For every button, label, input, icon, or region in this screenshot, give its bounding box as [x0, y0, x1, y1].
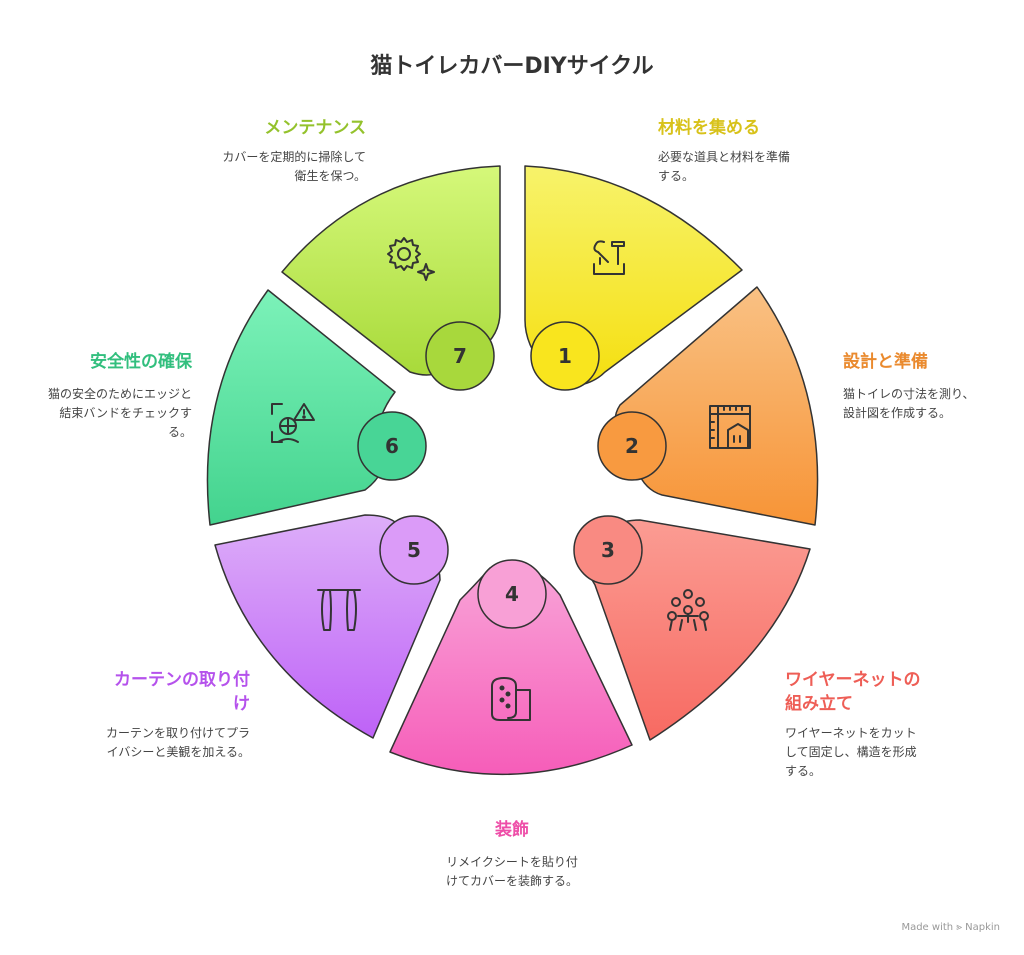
step-1-title: 材料を集める: [658, 118, 760, 138]
step-6-badge: [357, 411, 427, 481]
step-7-desc: カバーを定期的に掃除して衛生を保つ。: [222, 150, 366, 183]
step-2-desc: 猫トイレの寸法を測り、設計図を作成する。: [843, 387, 975, 420]
step-5-number: 5: [407, 538, 421, 562]
step-3-desc: ワイヤーネットをカットして固定し、構造を形成する。: [785, 726, 917, 778]
step-4-title: 装飾: [495, 820, 529, 840]
step-4-desc: リメイクシートを貼り付けてカバーを装飾する。: [445, 855, 578, 888]
step-1-number: 1: [558, 344, 572, 368]
step-4-number: 4: [505, 582, 519, 606]
sheet-roll-icon: [491, 677, 531, 721]
step-3-badge: [573, 515, 643, 585]
wire-structure-icon: [667, 589, 709, 631]
step-5-title: カーテンの取り付け: [114, 670, 250, 714]
step-2-badge: [597, 411, 667, 481]
napkin-logo-icon: ⪢: [956, 922, 962, 933]
step-6-number: 6: [385, 434, 399, 458]
step-6-title: 安全性の確保: [90, 352, 192, 372]
made-with-text: Made with: [901, 922, 954, 933]
blueprint-icon: [709, 405, 751, 449]
step-7-title: メンテナンス: [264, 118, 366, 138]
step-3-title: ワイヤーネットの組み立て: [785, 670, 921, 714]
step-2-title: 設計と準備: [843, 352, 928, 372]
tools-icon: [593, 240, 625, 275]
segment-7: [281, 165, 501, 376]
curtain-icon: [317, 589, 361, 631]
footer: Made with ⪢ Napkin: [901, 922, 1000, 933]
step-3-number: 3: [601, 538, 615, 562]
step-1-desc: 必要な道具と材料を準備する。: [658, 150, 791, 183]
step-7-number: 7: [453, 344, 467, 368]
step-1-badge: [530, 321, 600, 391]
step-2-number: 2: [625, 434, 639, 458]
step-5-desc: カーテンを取り付けてプライバシーと美観を加える。: [106, 726, 251, 759]
gear-sparkle-icon: [387, 237, 435, 281]
brand-text: Napkin: [965, 922, 1000, 933]
step-7-badge: [425, 321, 495, 391]
diagram-title: 猫トイレカバーDIYサイクル: [370, 54, 654, 79]
step-6-desc: 猫の安全のためにエッジと結束バンドをチェックする。: [47, 387, 192, 439]
safety-warning-icon: [271, 403, 315, 443]
step-4-badge: [477, 559, 547, 629]
step-5-badge: [379, 515, 449, 585]
